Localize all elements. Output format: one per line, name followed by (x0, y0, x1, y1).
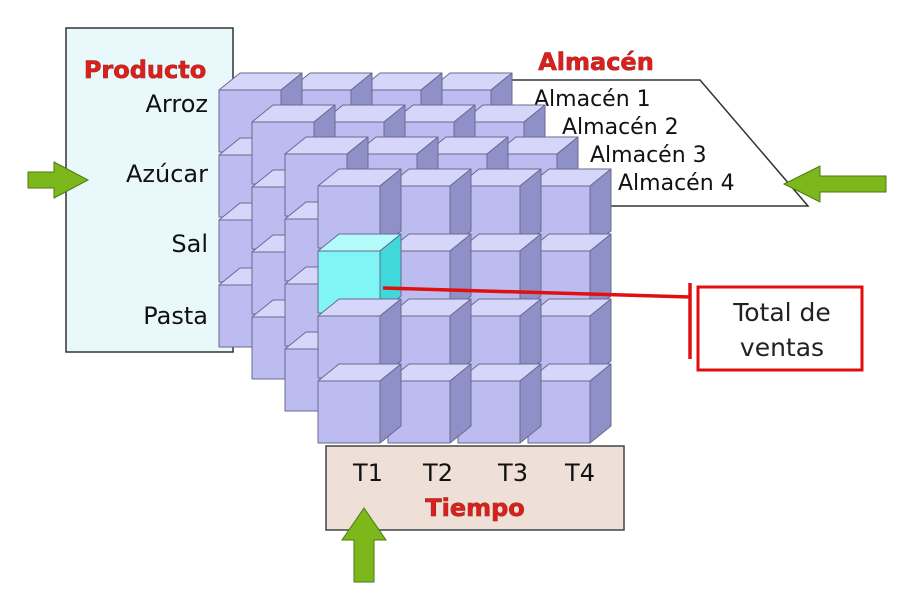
total-sales-label-line1: Total de (732, 298, 831, 327)
product-member-sal: Sal (171, 230, 208, 258)
time-member-t3: T3 (497, 459, 528, 487)
warehouse-arrow-icon (782, 165, 887, 203)
cube-cell-0-3-0-front (317, 380, 381, 444)
product-arrow-icon (27, 161, 90, 199)
product-member-azucar: Azúcar (126, 160, 208, 188)
data-cube (218, 72, 612, 444)
time-member-t4: T4 (564, 459, 595, 487)
time-arrow-icon (341, 507, 387, 583)
warehouse-member-2: Almacén 2 (562, 115, 679, 140)
product-dimension-title: Producto (84, 56, 206, 84)
warehouse-member-4: Almacén 4 (618, 171, 735, 196)
warehouse-dimension-title: Almacén (538, 48, 654, 76)
callout-connector-line (382, 286, 691, 299)
time-dimension-panel (325, 445, 625, 531)
warehouse-member-3: Almacén 3 (590, 143, 707, 168)
total-sales-label-line2: ventas (740, 333, 824, 362)
product-member-pasta: Pasta (143, 302, 208, 330)
warehouse-member-1: Almacén 1 (534, 87, 651, 112)
time-member-t1: T1 (352, 459, 383, 487)
product-dimension-panel (65, 27, 234, 353)
time-dimension-title: Tiempo (425, 494, 525, 522)
product-member-arroz: Arroz (146, 90, 208, 118)
total-sales-callout-box (696, 285, 864, 372)
time-member-t2: T2 (422, 459, 453, 487)
